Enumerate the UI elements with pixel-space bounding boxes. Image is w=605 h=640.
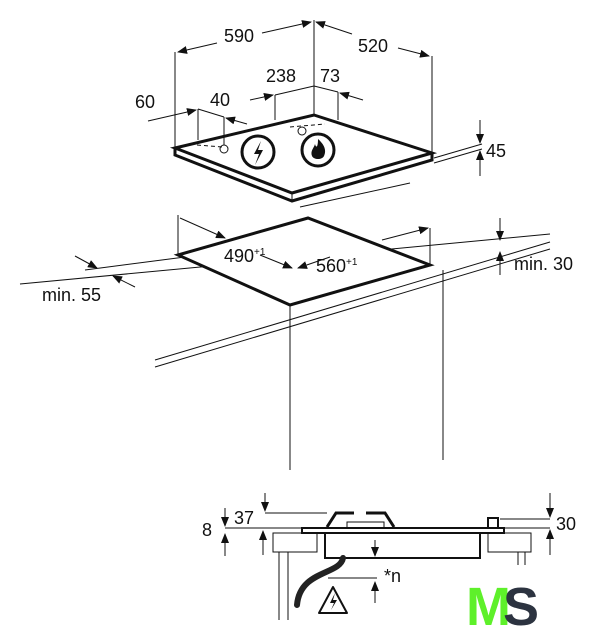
top-dimensions [147,20,484,176]
offset-238-label: 238 [266,66,296,86]
worktop-cutout [19,215,551,470]
electrical-warning-icon [318,586,348,614]
offset-73-label: 73 [320,66,340,86]
min-front-label: min. 55 [42,285,101,305]
flame-icon [300,132,336,168]
logo-m: M [466,577,508,637]
cutout-width-label: 560+1 [316,256,358,276]
dim-n-label: *n [384,566,401,586]
logo-s: S [503,577,539,637]
side-section [221,493,554,620]
dim-30-label: 30 [556,514,576,534]
offset-40-label: 40 [210,90,230,110]
ms-logo: M S [466,577,539,637]
height-label: 45 [486,141,506,161]
electric-icon [240,134,276,170]
dim-8-label: 8 [202,520,212,540]
depth-label: 520 [358,36,388,56]
min-back-label: min. 30 [514,254,573,274]
cutout-depth-label: 490+1 [224,246,266,266]
hob-top [169,113,438,208]
knob-marker [297,126,307,136]
offset-60-label: 60 [135,92,155,112]
width-label: 590 [224,26,254,46]
dim-37-label: 37 [234,508,254,528]
